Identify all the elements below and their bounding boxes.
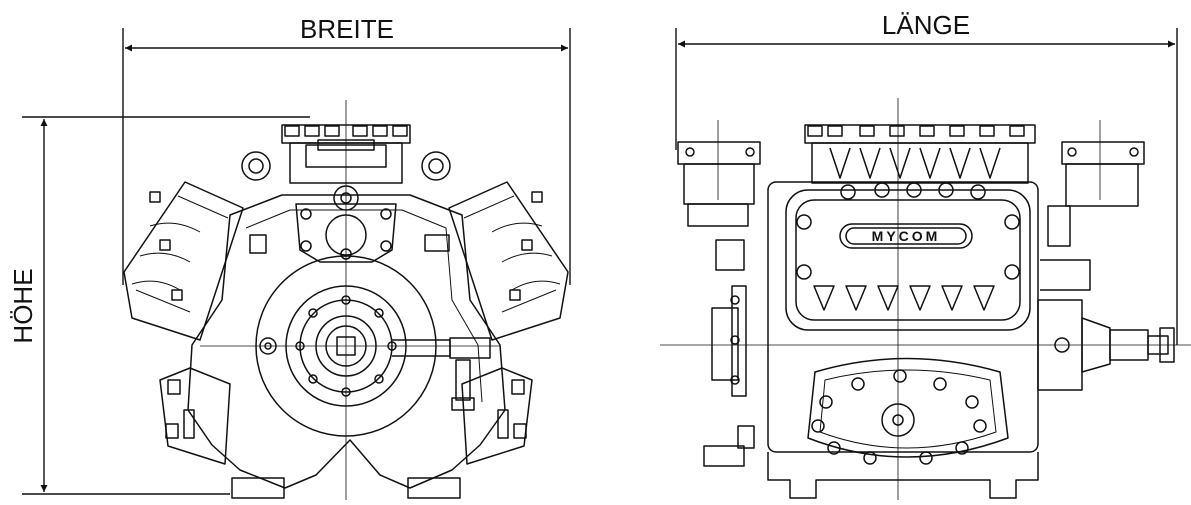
side-shaft-seal bbox=[1037, 205, 1175, 391]
side-base bbox=[703, 425, 1039, 499]
side-upper-cover bbox=[785, 182, 1031, 331]
front-shaft-housing bbox=[255, 255, 437, 437]
front-top-head bbox=[281, 124, 411, 184]
side-view: MYCOM bbox=[660, 98, 1191, 500]
dimension-height bbox=[22, 116, 310, 495]
front-body-outline bbox=[187, 194, 506, 489]
side-top-cylinder-heads bbox=[804, 124, 1036, 184]
height-label: HÖHE bbox=[8, 268, 38, 343]
dimension-length bbox=[675, 28, 1178, 345]
front-body-inner-edge bbox=[245, 209, 483, 403]
length-label: LÄNGE bbox=[882, 10, 970, 40]
front-lower-left-bank bbox=[159, 367, 231, 465]
side-left-flange bbox=[711, 239, 747, 397]
dimension-width bbox=[122, 28, 571, 285]
front-left-cylinder-bank bbox=[123, 181, 244, 341]
front-right-cylinder-bank bbox=[448, 181, 569, 341]
front-valve-left bbox=[249, 234, 267, 254]
front-lift-eye-right bbox=[421, 151, 451, 181]
front-foot-left bbox=[231, 477, 285, 499]
side-brand-badge bbox=[839, 223, 973, 249]
front-valve-right bbox=[424, 234, 450, 252]
front-boss-left bbox=[259, 337, 277, 355]
width-label: BREITE bbox=[300, 14, 394, 44]
front-lift-eye-left bbox=[241, 151, 271, 181]
front-foot-right bbox=[407, 477, 461, 499]
front-lower-right-bank bbox=[461, 367, 533, 465]
side-lower-cover bbox=[807, 357, 1009, 465]
front-view bbox=[123, 100, 569, 500]
front-suction-flange bbox=[295, 185, 397, 263]
side-crankcase bbox=[767, 181, 1039, 453]
front-oil-pipe bbox=[392, 337, 491, 411]
side-left-strainer bbox=[677, 141, 761, 227]
side-right-strainer bbox=[1061, 141, 1145, 207]
side-brand-text: MYCOM bbox=[872, 228, 941, 244]
